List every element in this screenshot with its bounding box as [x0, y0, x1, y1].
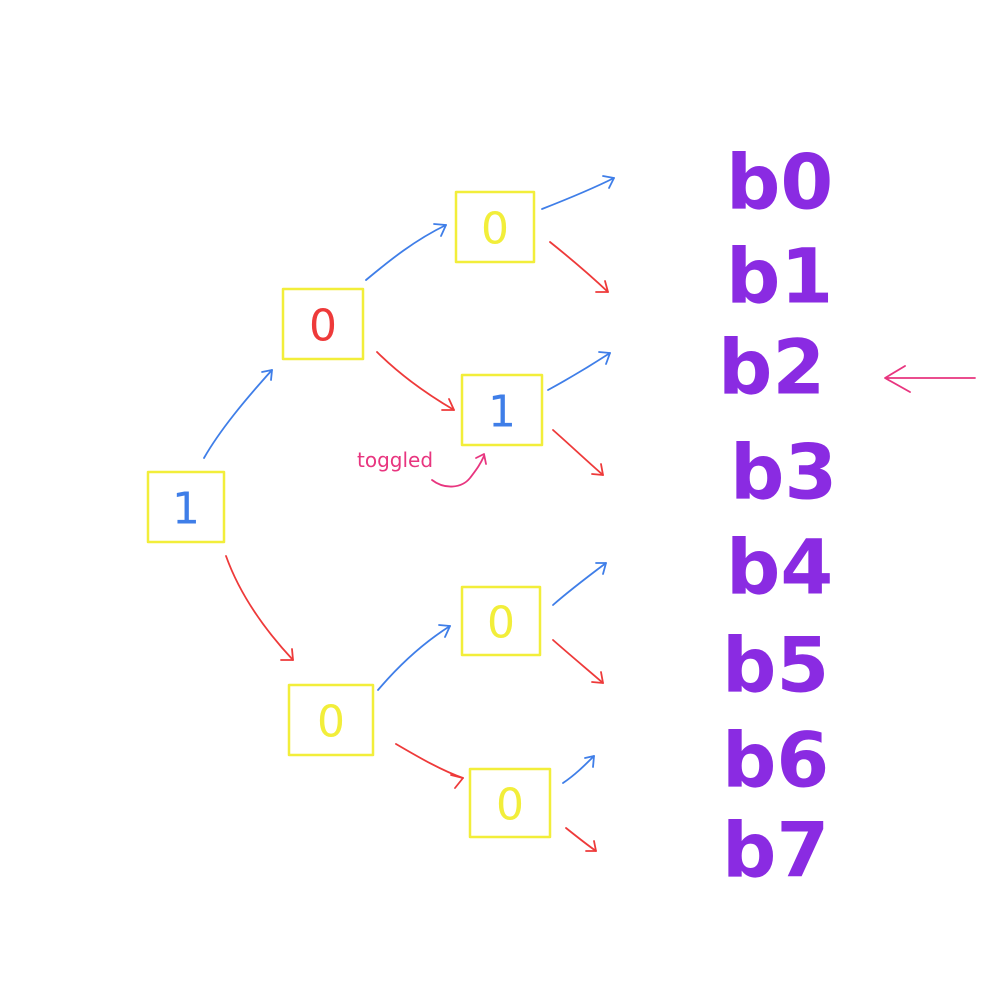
- bucket-label-b5: b5: [722, 621, 829, 710]
- edge-rr-b6-line: [562, 755, 595, 784]
- toggled-annotation: toggled: [357, 448, 433, 472]
- node-r-box: [287, 683, 375, 757]
- node-rl: 0: [460, 585, 542, 657]
- node-rr: 0: [468, 767, 552, 839]
- node-root-value: 1: [172, 484, 200, 535]
- edge-rl-b4-line: [552, 562, 607, 606]
- edge-l-lr-head: [441, 398, 455, 411]
- toggled-annotation-arrow: [431, 453, 487, 488]
- edge-root-right-head: [280, 648, 294, 661]
- edge-lr-b2: [547, 351, 611, 391]
- bucket-label-b1: b1: [726, 232, 833, 321]
- edge-l-ll-head: [433, 223, 447, 237]
- edge-ll-b1-head: [595, 280, 609, 293]
- bucket-label-b6: b6: [722, 716, 829, 805]
- edge-rl-b4-head: [595, 562, 607, 575]
- bucket-label-b3: b3: [730, 428, 837, 517]
- node-lr: 1: [460, 373, 544, 447]
- edge-lr-b3: [552, 429, 604, 476]
- edge-lr-b3-line: [552, 429, 604, 476]
- node-ll: 0: [454, 190, 536, 264]
- edge-r-rr-head: [450, 774, 464, 789]
- node-ll-box: [454, 190, 536, 264]
- bucket-label-b4: b4: [726, 523, 833, 612]
- edge-lr-b2-head: [598, 351, 611, 365]
- node-ll-value: 0: [481, 204, 509, 255]
- edge-l-lr-line: [376, 351, 455, 411]
- edge-rl-b5-head: [591, 671, 604, 684]
- edge-lr-b2-line: [547, 352, 611, 391]
- node-rr-value: 0: [496, 780, 524, 831]
- bucket-label-b7: b7: [722, 806, 829, 895]
- bucket-label-b0: b0: [726, 138, 833, 227]
- node-rl-value: 0: [487, 598, 515, 649]
- edge-rl-b5: [552, 639, 604, 684]
- node-lr-box: [460, 373, 544, 447]
- node-root-box: [146, 470, 226, 544]
- edge-ll-b0-head: [602, 175, 615, 189]
- edge-r-rl: [377, 624, 451, 691]
- node-r-value: 0: [317, 697, 345, 748]
- edge-r-rl-head: [438, 624, 451, 638]
- edge-ll-b1-line: [549, 241, 609, 293]
- pointer-arrow: [884, 365, 976, 393]
- node-rr-box: [468, 767, 552, 839]
- edge-root-left-line: [203, 369, 273, 459]
- node-l-value: 0: [309, 301, 337, 352]
- node-root: 1: [146, 470, 226, 544]
- annotations-group: toggled: [357, 365, 976, 488]
- edge-root-left: [203, 369, 273, 459]
- edge-ll-b0-line: [541, 177, 615, 210]
- node-l-box: [281, 287, 365, 361]
- edge-l-ll-line: [365, 224, 447, 281]
- node-l: 0: [281, 287, 365, 361]
- nodes-group: 1 0 0 0 1 0 0: [146, 190, 552, 839]
- node-rl-box: [460, 585, 542, 657]
- edge-ll-b0: [541, 175, 615, 210]
- edge-root-right: [225, 555, 294, 661]
- edge-lr-b3-head: [591, 463, 604, 476]
- edge-root-right-line: [225, 555, 294, 661]
- edge-rr-b7-head: [585, 840, 597, 852]
- edges-group: [203, 175, 615, 852]
- edge-rr-b7-line: [565, 827, 597, 852]
- bucket-label-b2: b2: [718, 323, 825, 412]
- edge-rl-b5-line: [552, 639, 604, 684]
- edge-rr-b6: [562, 755, 595, 784]
- edge-r-rr: [395, 743, 464, 789]
- edge-r-rr-line: [395, 743, 464, 779]
- edge-r-rl-line: [377, 625, 451, 691]
- edge-rr-b6-head: [584, 755, 595, 768]
- edge-l-lr: [376, 351, 455, 411]
- node-lr-value: 1: [488, 387, 516, 438]
- edge-l-ll: [365, 223, 447, 281]
- edge-root-left-head: [261, 369, 273, 381]
- edge-rr-b7: [565, 827, 597, 852]
- edge-rl-b4: [552, 562, 607, 606]
- edge-ll-b1: [549, 241, 609, 293]
- node-r: 0: [287, 683, 375, 757]
